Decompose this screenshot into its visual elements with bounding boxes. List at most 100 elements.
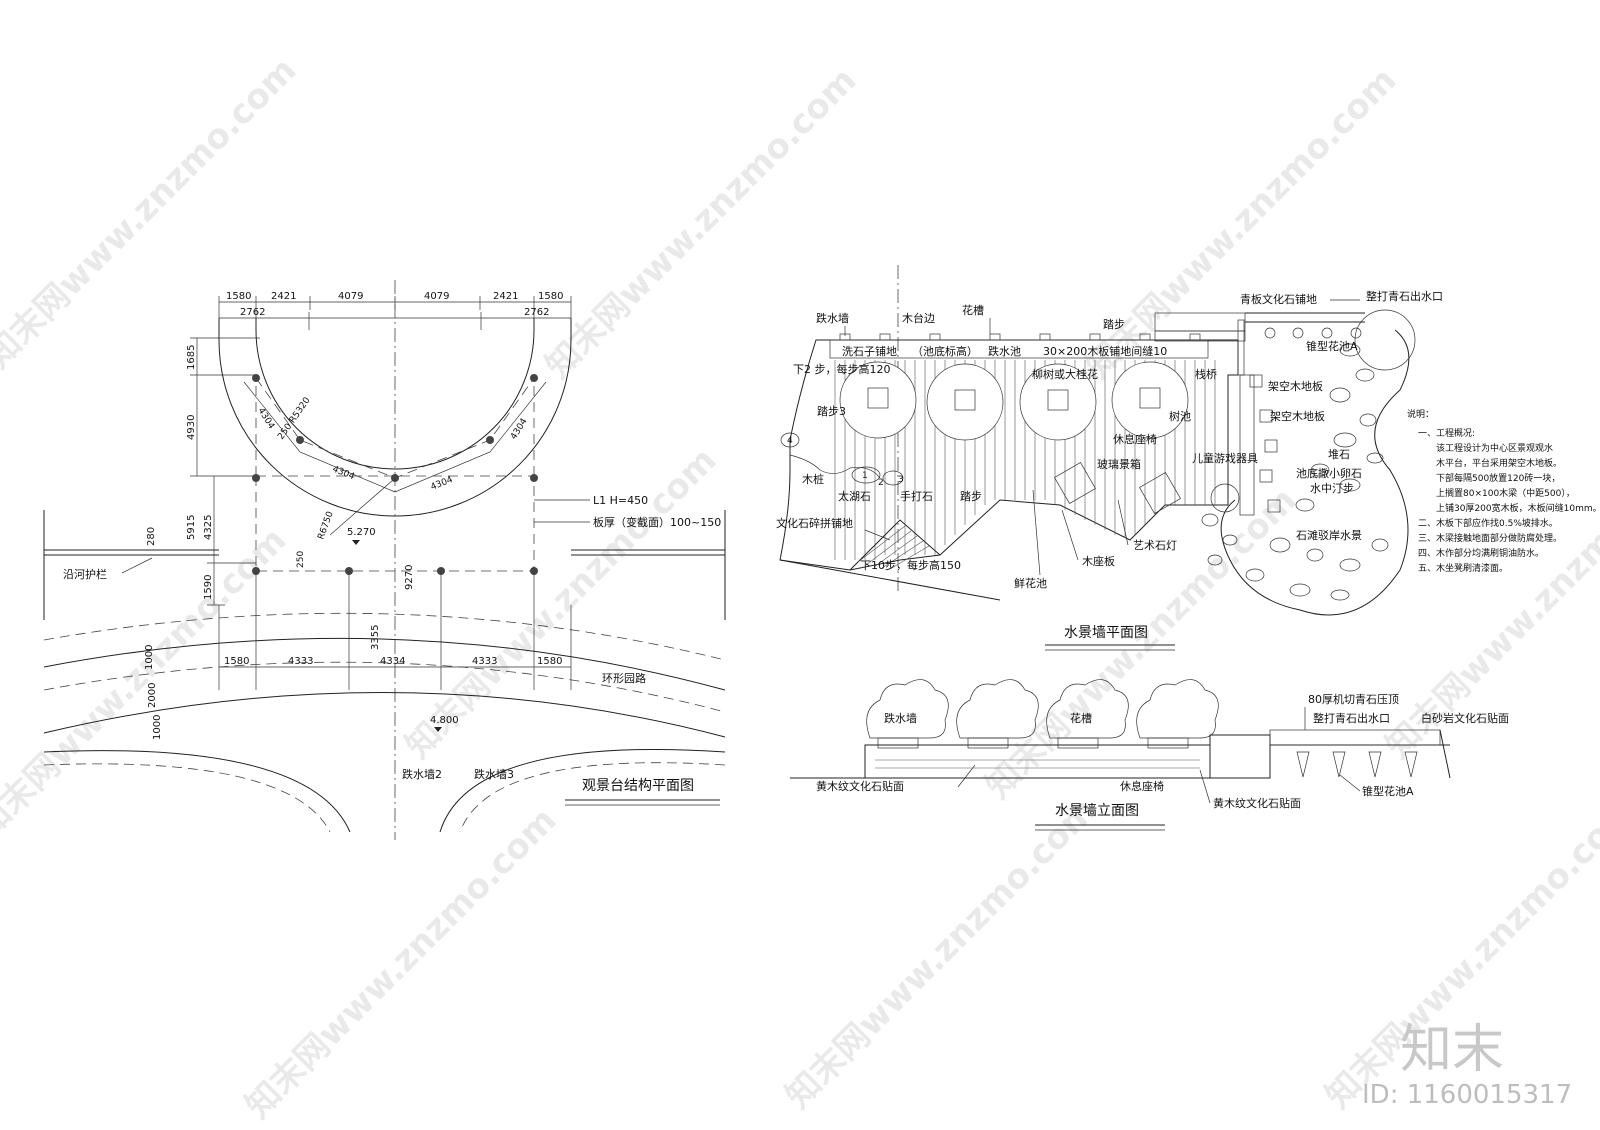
watermarks: 知末网www.znzmo.com 知末网www.znzmo.com 知末网www… bbox=[0, 50, 1600, 1126]
label: 白砂岩文化石贴面 bbox=[1421, 711, 1509, 725]
label: 儿童游戏器具 bbox=[1192, 451, 1258, 465]
dim-left: 1685 bbox=[186, 345, 197, 370]
tree-symbols bbox=[839, 361, 1189, 514]
radius-label: R6750 bbox=[316, 510, 335, 541]
tree-elevations bbox=[866, 679, 1219, 739]
railing-dim: 280 bbox=[146, 527, 157, 546]
label: 休息座椅 bbox=[1120, 779, 1164, 793]
slab-label: 板厚（变截面）100~150 bbox=[593, 515, 721, 529]
arc-dim: 4304 bbox=[509, 417, 530, 442]
dim-top: 1580 bbox=[538, 291, 563, 302]
label: 跌水墙 bbox=[816, 311, 849, 325]
arc-dim: 4304 bbox=[429, 475, 454, 493]
beam-label: L1 H=450 bbox=[593, 494, 648, 507]
label: 锥型花池A bbox=[1362, 784, 1414, 798]
elevation-mark: 5.270 bbox=[347, 527, 376, 538]
note-line: 五、木坐凳刷清漆面。 bbox=[1418, 562, 1508, 574]
label: 踏步3 bbox=[817, 404, 846, 418]
note-line: 二、木板下部应作找0.5%坡排水。 bbox=[1418, 517, 1558, 529]
watermark-logo: 知末 bbox=[1400, 1020, 1504, 1080]
label: 踏步 bbox=[960, 489, 982, 503]
marker: 3 bbox=[898, 475, 904, 485]
dim-bottom: 4333 bbox=[472, 656, 497, 667]
arc-dim: 4304 bbox=[331, 465, 356, 483]
note-line: 下部每隔500放置120砖一块， bbox=[1436, 472, 1560, 484]
label: 水中汀步 bbox=[1310, 482, 1354, 495]
note-line: 该工程设计为中心区景观观水 bbox=[1436, 442, 1553, 454]
radius-label: 250 R5320 bbox=[276, 395, 313, 441]
label: 整打青石出水口 bbox=[1366, 289, 1443, 303]
center-dim: 3355 bbox=[370, 625, 381, 650]
label: 石滩驳岸水景 bbox=[1296, 528, 1362, 542]
watermark-text: 知末网www.znzmo.com bbox=[778, 790, 1104, 1116]
notes-title: 说明： bbox=[1407, 408, 1434, 420]
dim-top: 2762 bbox=[524, 307, 549, 318]
pond-stones bbox=[1201, 343, 1389, 601]
label: 跌水墙 bbox=[884, 711, 917, 725]
center-dim: 9270 bbox=[404, 565, 415, 590]
label: 青板文化石铺地 bbox=[1240, 292, 1317, 306]
label: 手打石 bbox=[900, 489, 933, 503]
label: 木桩 bbox=[802, 472, 824, 486]
wall-label: 跌水墙2 bbox=[402, 767, 442, 781]
watermark-text: 知末网www.znzmo.com bbox=[238, 800, 564, 1126]
label: 花槽 bbox=[1070, 712, 1092, 725]
water-wall-elevation: 跌水墙 花槽 80厚机切青石压顶 整打青石出水口 白砂岩文化石贴面 黄木纹文化石… bbox=[790, 679, 1509, 831]
label: 木座板 bbox=[1082, 554, 1115, 568]
marker: 1 bbox=[862, 471, 868, 481]
note-line: 一、工程概况: bbox=[1418, 427, 1475, 439]
marker: 2 bbox=[878, 478, 884, 488]
label: 堆石 bbox=[1328, 448, 1350, 461]
label: 架空木地板 bbox=[1270, 409, 1325, 423]
note-line: 三、木梁接触地面部分做防腐处理。 bbox=[1418, 532, 1562, 544]
label: 花槽 bbox=[962, 304, 984, 317]
dim-bottom: 1580 bbox=[224, 656, 249, 667]
watermark-id: ID: 1160015317 bbox=[1362, 1080, 1572, 1110]
marker: 4 bbox=[787, 436, 793, 446]
watermark-text: 知末网www.znzmo.com bbox=[0, 50, 304, 376]
label: 跌水池 bbox=[988, 344, 1021, 358]
label: （池底标高） bbox=[912, 344, 978, 358]
road-label: 环形园路 bbox=[602, 672, 646, 685]
label: 鲜花池 bbox=[1014, 576, 1047, 590]
label: 休息座椅 bbox=[1113, 432, 1157, 446]
label: 柳树或大桂花 bbox=[1032, 367, 1098, 381]
wall-label: 跌水墙3 bbox=[474, 767, 514, 781]
label: 30×200木板铺地间缝10 bbox=[1043, 344, 1167, 358]
note-line: 四、木作部分均满刷铜油防水。 bbox=[1418, 547, 1544, 559]
dim-left: 5915 bbox=[186, 515, 197, 540]
water-wall-plan: 1 2 3 4 跌水墙 木台边 花槽 踏步 青板文化石铺地 整打青石出水口 洗石… bbox=[776, 265, 1600, 651]
road-dim: 2000 bbox=[147, 683, 158, 708]
label: 文化石碎拼铺地 bbox=[776, 516, 853, 530]
railing-label: 沿河护栏 bbox=[63, 567, 107, 581]
label: 锥型花池A bbox=[1306, 339, 1358, 353]
label: 下2 步，每步高120 bbox=[793, 362, 891, 376]
plan-title: 观景台结构平面图 bbox=[582, 778, 694, 794]
label: 整打青石出水口 bbox=[1313, 711, 1390, 725]
dim-top: 4079 bbox=[424, 291, 449, 302]
watermark-text: 知末网www.znzmo.com bbox=[538, 60, 864, 386]
label: 栈桥 bbox=[1195, 367, 1217, 381]
dim-bottom: 1580 bbox=[537, 656, 562, 667]
plan-title: 水景墙平面图 bbox=[1064, 625, 1148, 641]
label: 黄木纹文化石贴面 bbox=[816, 779, 904, 793]
label: 80厚机切青石压顶 bbox=[1308, 692, 1399, 706]
note-line: 上搁置80×100木梁（中距500）， bbox=[1436, 487, 1575, 499]
label: 树池 bbox=[1169, 409, 1191, 423]
dim-left: 1590 bbox=[203, 575, 214, 600]
label: 架空木地板 bbox=[1268, 379, 1323, 393]
dim-top: 2762 bbox=[240, 307, 265, 318]
label: 黄木纹文化石贴面 bbox=[1213, 796, 1301, 810]
label: 玻璃景箱 bbox=[1097, 457, 1141, 471]
dim-left: 4930 bbox=[186, 415, 197, 440]
label: 洗石子铺地 bbox=[842, 345, 897, 358]
cone-planters bbox=[1296, 751, 1418, 778]
dim-bottom: 4333 bbox=[288, 656, 313, 667]
road-dim: 1000 bbox=[152, 715, 163, 740]
label: 池底撒小卵石 bbox=[1296, 466, 1362, 480]
dim-left: 4325 bbox=[203, 515, 214, 540]
label: 木台边 bbox=[902, 311, 935, 325]
note-line: 上铺30厚200宽木板，木板间缝10mm。 bbox=[1436, 502, 1600, 514]
label: 下10步，每步高150 bbox=[860, 558, 961, 572]
